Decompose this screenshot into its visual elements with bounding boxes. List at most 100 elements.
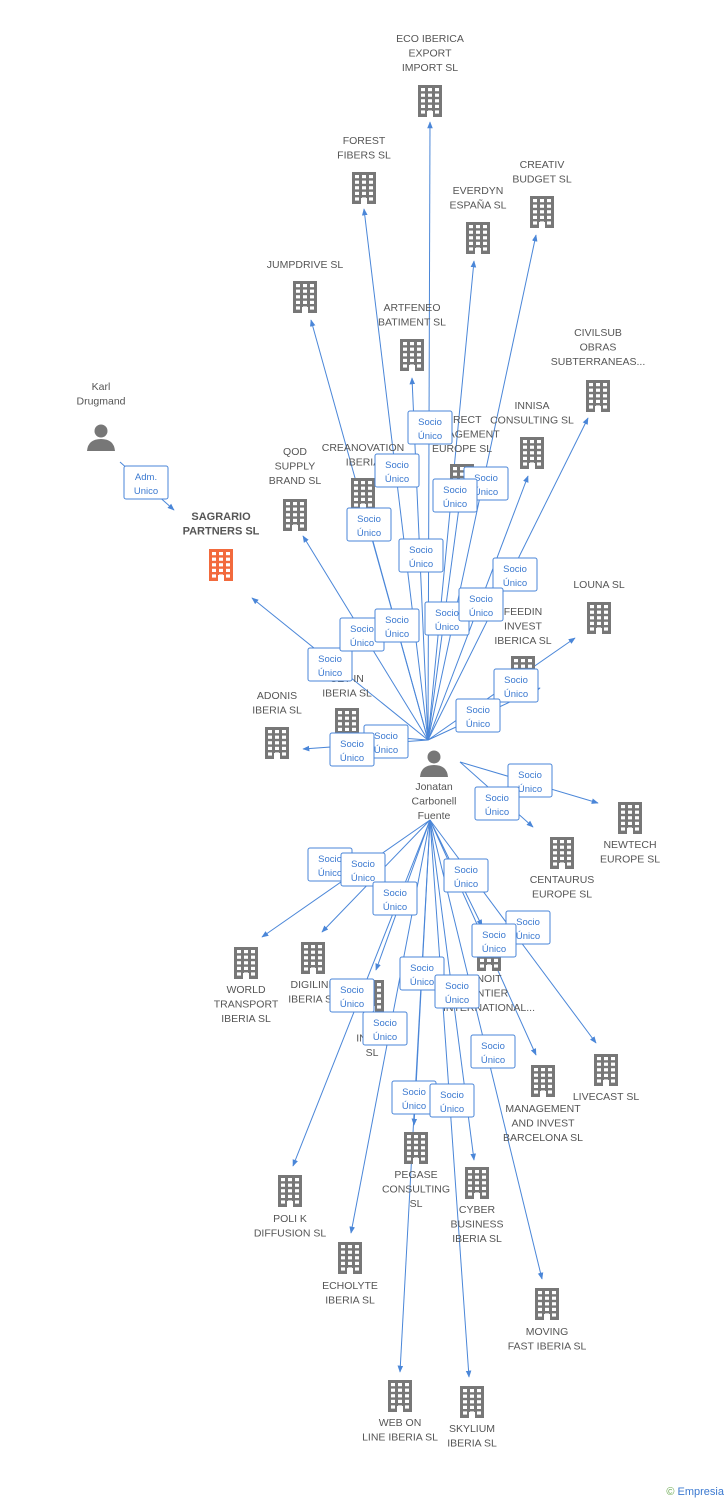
badge-label: Socio: [409, 545, 433, 556]
badge-label: Socio: [466, 705, 490, 716]
badge-label: Socio: [351, 859, 375, 870]
badge-label: Socio: [503, 564, 527, 575]
node-louna[interactable]: LOUNA SL: [573, 579, 625, 634]
badge-label: Socio: [481, 1041, 505, 1052]
badge-label: Socio: [385, 615, 409, 626]
badge-label: Socio: [435, 608, 459, 619]
node-label: EUROPE SL: [432, 443, 492, 455]
badge-label: Único: [440, 1104, 464, 1115]
node-jumpdrive[interactable]: JUMPDRIVE SL: [267, 259, 344, 313]
badge-label: Único: [485, 807, 509, 818]
node-label: BATIMENT SL: [378, 317, 446, 329]
building-icon: [586, 380, 610, 412]
badge-box: [346, 507, 392, 542]
relation-badge[interactable]: Adm.Unico: [123, 465, 169, 500]
building-icon: [352, 172, 376, 204]
building-icon: [234, 947, 258, 979]
badge-label: Único: [340, 753, 364, 764]
badge-box: [455, 698, 501, 733]
node-label: INNISA: [514, 400, 549, 412]
badge-box: [407, 410, 453, 445]
badge-label: Único: [340, 999, 364, 1010]
node-livecast[interactable]: LIVECAST SL: [573, 1054, 639, 1103]
badge-label: Socio: [518, 770, 542, 781]
person-icon: [420, 750, 448, 777]
node-label: SL: [410, 1198, 423, 1210]
badge-box: [492, 557, 538, 592]
badge-label: Socio: [504, 675, 528, 686]
node-label: IBERIA SL: [322, 688, 372, 700]
footer-brand[interactable]: © Empresia: [666, 1486, 724, 1498]
node-label: PEGASE: [394, 1169, 437, 1181]
node-label: EUROPE SL: [600, 854, 660, 866]
node-digilink[interactable]: DIGILINK IBERIA SL: [288, 942, 338, 1006]
badge-box: [340, 852, 386, 887]
node-label: Jonatan: [415, 781, 453, 793]
node-label: ADONIS: [257, 690, 297, 702]
badge-label: Socio: [318, 854, 342, 865]
node-label: LOUNA SL: [573, 579, 625, 591]
node-label: SKYLIUM: [449, 1423, 495, 1435]
node-label: IBERIA SL: [288, 994, 338, 1006]
node-civilsub[interactable]: CIVILSUBOBRASSUBTERRANEAS...: [551, 327, 646, 412]
node-label: BUSINESS: [450, 1219, 503, 1231]
building-icon: [531, 1065, 555, 1097]
badge-box: [329, 978, 375, 1013]
badge-label: Socio: [340, 985, 364, 996]
badge-label: Socio: [402, 1087, 426, 1098]
node-label: QOD: [283, 446, 307, 458]
node-label: EUROPE SL: [532, 889, 592, 901]
node-label: DIGILINK: [291, 979, 336, 991]
